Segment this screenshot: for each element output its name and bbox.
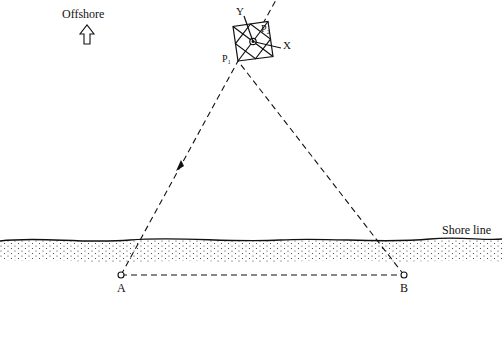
beach-stipple xyxy=(0,238,502,263)
baseline xyxy=(121,274,404,275)
direction-arrowhead xyxy=(176,160,184,171)
offshore-arrow xyxy=(80,25,94,44)
sight-line-a xyxy=(121,61,238,275)
axis-label: Y xyxy=(236,6,244,17)
point-label: P₂ xyxy=(261,24,270,34)
station-point xyxy=(401,272,407,278)
point-label: P₁ xyxy=(222,54,231,64)
shore-label: Shore line xyxy=(442,224,491,236)
shore-line xyxy=(0,238,502,241)
frame-square xyxy=(233,16,281,61)
direction-label: Offshore xyxy=(62,8,104,20)
station-label: A xyxy=(117,282,126,294)
station-label: B xyxy=(400,282,408,294)
sight-line-b xyxy=(238,61,404,275)
station-point xyxy=(118,272,124,278)
axis-label: X xyxy=(283,40,291,51)
